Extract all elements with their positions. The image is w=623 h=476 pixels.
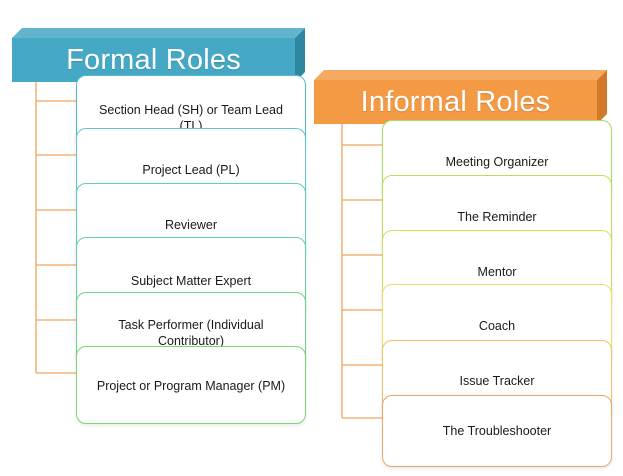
informal-role-label: The Reminder [457,210,537,225]
formal-header-side-face [295,28,305,82]
informal-role-label: Coach [478,319,516,334]
informal-role-label: The Troubleshooter [442,424,552,439]
informal-role-label: Meeting Organizer [445,155,549,170]
formal-roles-header: Formal Roles [12,38,295,82]
informal-header-top-face [314,70,607,80]
formal-role-node: Project or Program Manager (PM) [76,346,306,424]
formal-role-label: Project Lead (PL) [142,163,240,178]
formal-role-label: Project or Program Manager (PM) [96,379,286,394]
informal-role-node: The Troubleshooter [382,395,612,467]
informal-roles-header: Informal Roles [314,80,597,124]
informal-role-label: Mentor [477,265,517,280]
formal-role-label: Subject Matter Expert [130,274,252,289]
informal-role-label: Issue Tracker [459,374,535,389]
informal-roles-title: Informal Roles [360,85,551,118]
formal-roles-title: Formal Roles [66,43,241,76]
formal-role-label: Reviewer [164,218,218,233]
informal-header-side-face [597,70,607,124]
formal-role-label: Task Performer (Individual Contributor) [118,318,264,348]
formal-header-top-face [12,28,305,38]
